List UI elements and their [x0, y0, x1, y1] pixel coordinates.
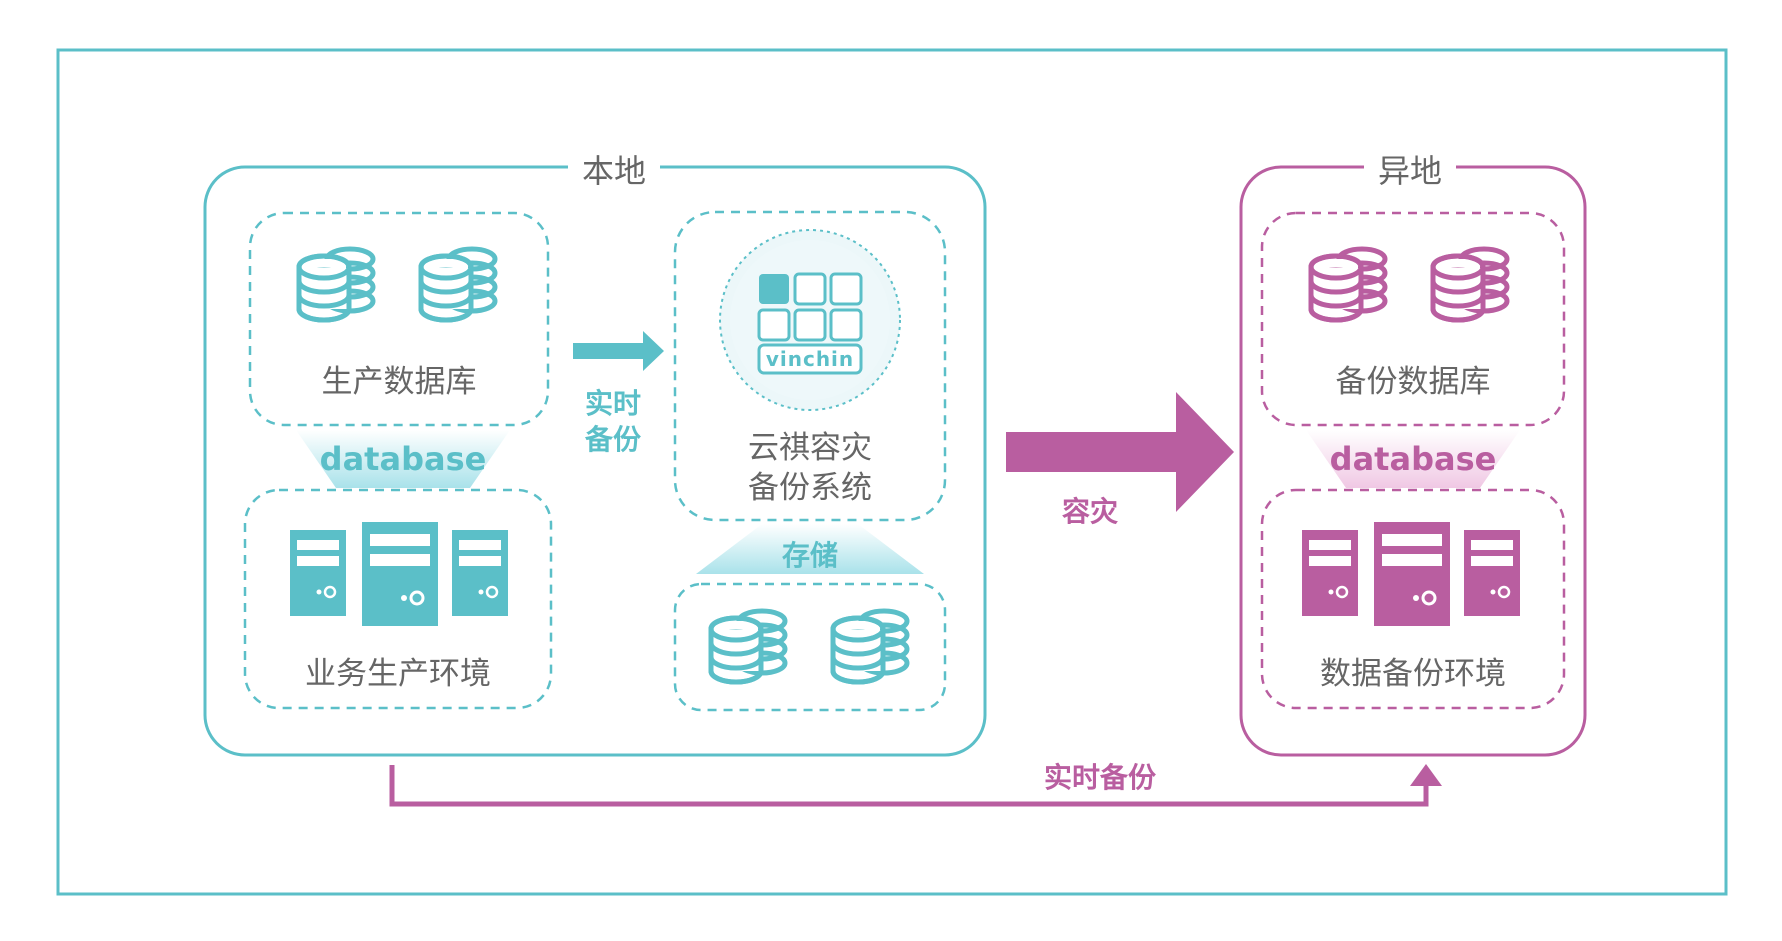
- arrow-right-icon: [1006, 392, 1234, 512]
- server-icon: [288, 528, 348, 618]
- business-env-box: [243, 488, 553, 710]
- database-icon: [299, 249, 373, 320]
- bottom-backup-label: 实时备份: [1043, 761, 1156, 794]
- local-db-connector: [296, 430, 510, 488]
- arrow-right-icon: [573, 331, 664, 371]
- arrow-up-icon: [1410, 764, 1442, 786]
- outer-frame: [56, 48, 1728, 896]
- backup-env-label: 数据备份环境: [1320, 656, 1506, 692]
- storage-box: [673, 582, 947, 712]
- database-icon: [1433, 249, 1507, 320]
- server-icon: [1372, 520, 1452, 628]
- bottom-backup-path: [389, 765, 1429, 807]
- vinchin-logo: [757, 272, 863, 375]
- backup-system-label-line1: 云祺容灾: [748, 430, 872, 466]
- backup-db-box: [1260, 211, 1566, 427]
- backup-env-box: [1260, 488, 1566, 710]
- backup-db-label: 备份数据库: [1335, 364, 1491, 400]
- storage-connector: [696, 524, 924, 574]
- production-db-box: [248, 211, 550, 427]
- server-icon: [360, 520, 440, 628]
- server-icon: [450, 528, 510, 618]
- backup-system-label-line2: 备份系统: [748, 470, 872, 506]
- remote-db-connector-label: database: [1329, 440, 1497, 478]
- remote-region-title: 异地: [1364, 146, 1457, 192]
- realtime-backup-label-line1: 实时: [584, 387, 641, 420]
- disaster-recovery-label: 容灾: [1061, 495, 1118, 528]
- production-db-label: 生产数据库: [321, 364, 477, 400]
- storage-label: 存储: [781, 539, 838, 572]
- server-icon: [1462, 528, 1522, 618]
- database-icon: [711, 611, 785, 682]
- database-icon: [1311, 249, 1385, 320]
- database-icon: [421, 249, 495, 320]
- local-region-title: 本地: [568, 146, 661, 192]
- remote-db-connector: [1306, 430, 1520, 488]
- local-db-connector-label: database: [319, 440, 487, 478]
- database-icon: [833, 611, 907, 682]
- vinchin-logo-text: vinchin: [765, 347, 855, 371]
- server-icon: [1300, 528, 1360, 618]
- business-env-label: 业务生产环境: [305, 656, 491, 692]
- realtime-backup-label-line2: 备份: [584, 423, 641, 456]
